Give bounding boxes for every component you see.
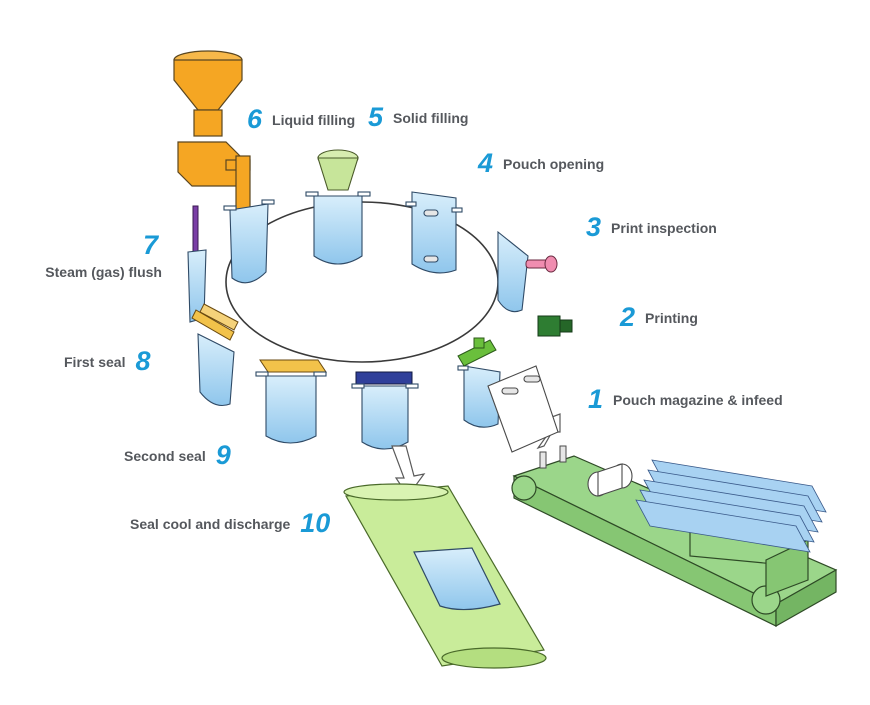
pouch-infeed (487, 365, 559, 453)
pouch-printing (457, 365, 501, 428)
step-3-label: 3 Print inspection (586, 214, 717, 241)
pouch-first-seal (197, 333, 235, 407)
step-text: Steam (gas) flush (45, 264, 162, 280)
step-text: Seal cool and discharge (130, 515, 291, 532)
step-number: 9 (215, 440, 231, 470)
pouch-second-seal (255, 371, 327, 444)
inspection-sensor (525, 255, 558, 273)
solid-filling-funnel (317, 149, 359, 191)
infeed-pickup-arms (539, 445, 567, 469)
cool-seal-jaws (355, 371, 413, 385)
step-text: Pouch magazine & infeed (613, 391, 783, 408)
printer-head (537, 315, 573, 337)
step-1-label: 1 Pouch magazine & infeed (588, 386, 783, 413)
step-number: 7 (142, 230, 158, 260)
pouch-solid-filling (305, 191, 371, 265)
step-number: 3 (586, 212, 602, 242)
liquid-filling-hopper (173, 50, 251, 217)
step-text: Solid filling (393, 109, 469, 126)
step-number: 2 (620, 302, 636, 332)
step-text: Printing (645, 309, 698, 326)
step-text: Pouch opening (503, 155, 605, 172)
step-text: Second seal (124, 447, 206, 464)
step-2-label: 2 Printing (620, 304, 698, 331)
pouch-print-inspection (497, 230, 529, 313)
step-number: 4 (478, 148, 494, 178)
step-number: 6 (247, 104, 263, 134)
step-9-label: Second seal 9 (124, 442, 231, 469)
first-seal-jaws (191, 303, 239, 341)
discharge-belt (343, 483, 547, 669)
infeed-rollers (587, 463, 633, 497)
step-text: Liquid filling (272, 111, 356, 128)
pouch-opening (405, 191, 463, 274)
step-number: 10 (300, 508, 331, 538)
step-number: 8 (135, 346, 151, 376)
second-seal-jaws (259, 359, 327, 373)
step-8-label: First seal 8 (64, 348, 151, 375)
step-5-label: 5 Solid filling (368, 104, 468, 131)
step-text: Print inspection (611, 219, 717, 236)
steam-flush-nozzle (192, 205, 199, 253)
step-number: 1 (588, 384, 604, 414)
step-4-label: 4 Pouch opening (478, 150, 604, 177)
pouch-magazine-stack (635, 459, 827, 553)
step-text: First seal (64, 353, 126, 370)
step-number: 5 (368, 102, 384, 132)
pouch-liquid-filling (223, 199, 275, 284)
step-10-label: Seal cool and discharge 10 (130, 510, 330, 537)
pouch-seal-cool (351, 383, 419, 450)
step-6-label: 6 Liquid filling (247, 106, 355, 133)
pouch-opener-arm (457, 337, 497, 367)
step-7-label: 7 Steam (gas) flush (45, 230, 162, 280)
